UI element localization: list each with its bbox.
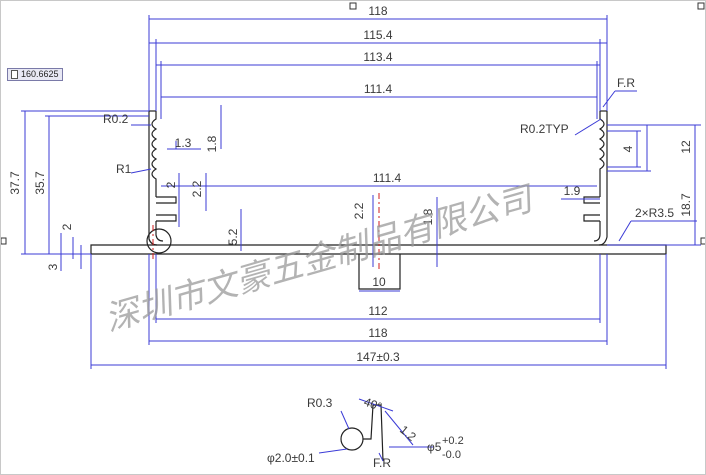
callout-r0-2-typ: R0.2TYP (520, 122, 569, 136)
dim-111-4-top: 111.4 (364, 82, 393, 96)
dimension-labels: 118 115.4 113.4 111.4 111.4 112 118 147±… (8, 4, 693, 364)
detail-r0-3: R0.3 (307, 396, 333, 410)
dim-10: 10 (372, 275, 386, 289)
dim-18-7: 18.7 (679, 193, 693, 217)
dim-118-bottom: 118 (368, 326, 387, 340)
detail-view: R0.3 40° 1.2 φ2.0±0.1 φ5 +0.2 -0.0 F.R (267, 395, 464, 470)
dim-2-left: 2 (60, 223, 74, 230)
detail-phi5-lower-tolerance: -0.0 (442, 449, 461, 461)
callout-r3-5: 2×R3.5 (635, 206, 674, 220)
right-wall-foot (593, 221, 601, 242)
readout-checkbox-icon (11, 70, 18, 80)
dim-1-3: 1.3 (175, 136, 192, 150)
callout-r1: R1 (116, 162, 132, 176)
left-wall-outer (148, 111, 158, 246)
dim-5-2: 5.2 (226, 228, 240, 245)
dim-147: 147±0.3 (356, 350, 400, 364)
detail-phi5: φ5 (427, 440, 442, 454)
base-center-groove (358, 254, 401, 290)
right-rail-upper (583, 196, 600, 204)
dim-35-7: 35.7 (33, 171, 47, 195)
detail-fr: F.R (373, 456, 391, 470)
dim-118-top: 118 (368, 4, 387, 18)
dim-3: 3 (46, 263, 60, 270)
dim-111-4-inner: 111.4 (373, 171, 402, 185)
coordinate-readout: 160.6625 (7, 68, 63, 81)
left-wall-foot (155, 221, 164, 242)
callout-r0-2: R0.2 (103, 112, 129, 126)
dim-1-9: 1.9 (564, 184, 581, 198)
callout-fr-top: F.R (617, 76, 635, 90)
dim-12: 12 (679, 140, 693, 154)
detail-hole (340, 427, 364, 451)
detail-phi5-upper-tolerance: +0.2 (442, 435, 464, 447)
selection-handle-top[interactable] (349, 2, 357, 10)
selection-handle-top-right[interactable] (697, 2, 705, 10)
detail-slot (363, 404, 384, 462)
dim-1-8-mid: 1.8 (421, 208, 435, 225)
selection-handle-left[interactable] (1, 237, 7, 245)
coordinate-value: 160.6625 (21, 69, 59, 79)
right-rail-lower (583, 214, 600, 222)
selection-handle-right[interactable] (700, 237, 706, 245)
dim-37-7: 37.7 (8, 171, 22, 195)
right-wall-outer (598, 111, 608, 246)
dimension-lines (21, 15, 701, 369)
dim-2-inner: 2 (164, 181, 178, 188)
dim-113-4: 113.4 (363, 50, 392, 64)
company-watermark: 深圳市文豪五金制品有限公司 (101, 180, 539, 338)
detail-circle-left (146, 228, 172, 254)
right-wall-inner (598, 111, 605, 197)
dim-1-8-upper: 1.8 (205, 135, 219, 152)
dim-4: 4 (621, 145, 635, 152)
dim-2-2-left: 2.2 (190, 180, 204, 197)
detail-phi2: φ2.0±0.1 (267, 451, 315, 465)
detail-1-2: 1.2 (397, 423, 419, 445)
left-wall-inner (151, 111, 158, 197)
dim-112: 112 (368, 304, 387, 318)
left-rail-upper (156, 196, 177, 204)
detail-angle: 40° (362, 395, 384, 414)
dim-115-4: 115.4 (363, 28, 392, 42)
left-rail-lower (156, 214, 177, 222)
dim-2-2-mid: 2.2 (352, 202, 366, 219)
